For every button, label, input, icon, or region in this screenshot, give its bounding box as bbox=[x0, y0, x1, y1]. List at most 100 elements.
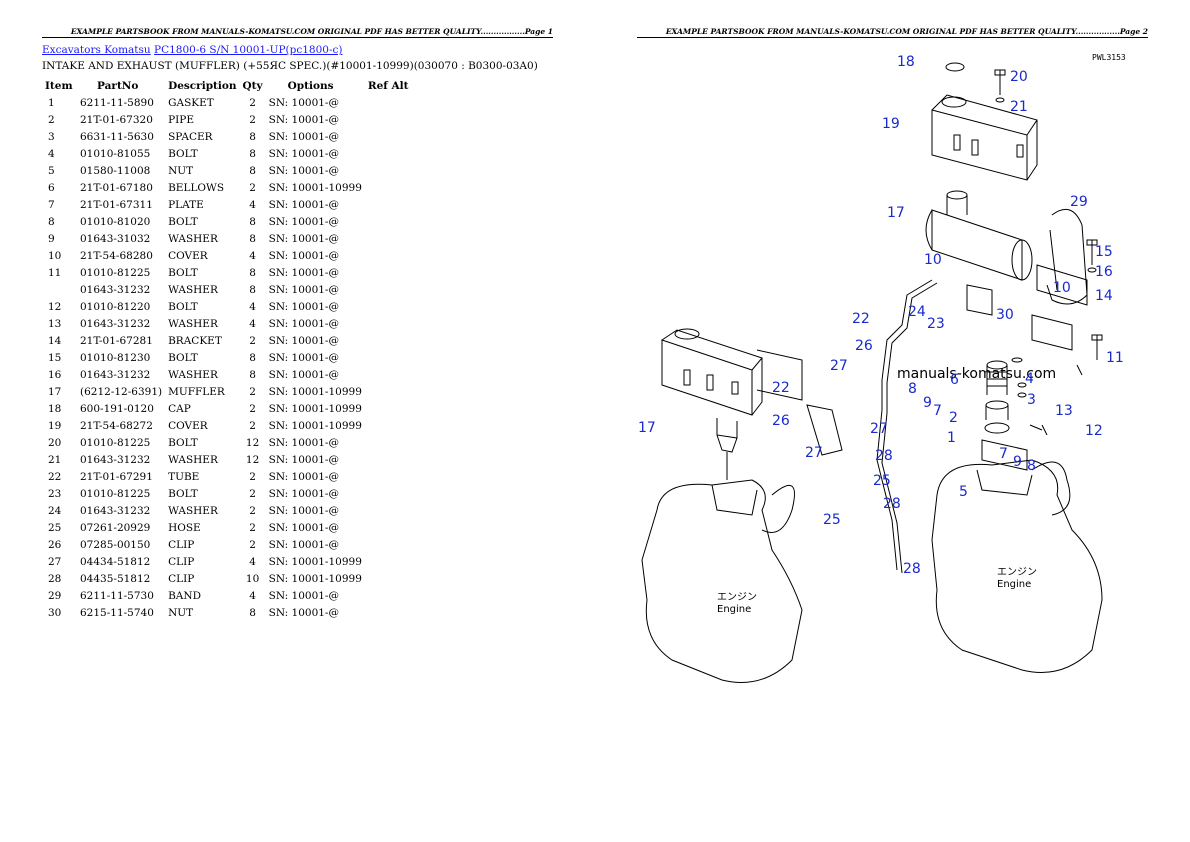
part-description: CLIP bbox=[168, 555, 195, 568]
callout-label: 7 bbox=[999, 446, 1008, 462]
part-quantity: 4 bbox=[249, 555, 256, 568]
callout-label: 26 bbox=[855, 338, 873, 354]
part-options: SN: 10001-@ bbox=[268, 470, 339, 483]
ref-alt bbox=[365, 298, 412, 315]
part-quantity: 2 bbox=[249, 334, 256, 347]
part-number: 07261-20929 bbox=[80, 521, 151, 534]
ref-alt bbox=[365, 570, 412, 587]
part-number: 01010-81230 bbox=[80, 351, 151, 364]
item-number: 10 bbox=[48, 249, 62, 262]
engine-label-en: Engine bbox=[717, 604, 751, 615]
ref-alt bbox=[365, 502, 412, 519]
breadcrumb-link-model[interactable]: PC1800-6 S/N 10001-UP(pc1800-c) bbox=[154, 44, 343, 56]
page-1: EXAMPLE PARTSBOOK FROM MANUALS-KOMATSU.C… bbox=[42, 27, 553, 621]
part-description: BELLOWS bbox=[168, 181, 225, 194]
ref-alt bbox=[365, 281, 412, 298]
callout-label: 4 bbox=[1025, 371, 1034, 387]
callout-label: 23 bbox=[927, 316, 945, 332]
part-number: 01010-81055 bbox=[80, 147, 151, 160]
part-description: NUT bbox=[168, 606, 194, 619]
callout-label: 20 bbox=[1010, 69, 1028, 85]
part-options: SN: 10001-@ bbox=[268, 249, 339, 262]
part-number: 21T-01-67281 bbox=[80, 334, 153, 347]
part-number: 21T-01-67311 bbox=[80, 198, 153, 211]
part-quantity: 4 bbox=[249, 317, 256, 330]
item-number: 27 bbox=[48, 555, 62, 568]
item-number: 23 bbox=[48, 487, 62, 500]
ref-alt bbox=[365, 400, 412, 417]
part-description: NUT bbox=[168, 164, 194, 177]
callout-label: 10 bbox=[1053, 280, 1071, 296]
part-options: SN: 10001-@ bbox=[268, 538, 339, 551]
part-options: SN: 10001-@ bbox=[268, 215, 339, 228]
callout-label: 27 bbox=[830, 358, 848, 374]
ref-alt bbox=[365, 434, 412, 451]
part-number: 01643-31232 bbox=[80, 283, 151, 296]
part-description: WASHER bbox=[168, 504, 218, 517]
ref-alt bbox=[365, 332, 412, 349]
item-number: 9 bbox=[48, 232, 55, 245]
callout-label: 9 bbox=[923, 395, 932, 411]
ref-alt bbox=[365, 162, 412, 179]
part-options: SN: 10001-@ bbox=[268, 521, 339, 534]
breadcrumb-link-excavators[interactable]: Excavators Komatsu bbox=[42, 44, 151, 56]
callout-label: 16 bbox=[1095, 264, 1113, 280]
callout-label: 17 bbox=[638, 420, 656, 436]
ref-alt bbox=[365, 94, 412, 111]
column-header: Qty bbox=[242, 79, 263, 92]
ref-alt bbox=[365, 196, 412, 213]
callout-label: 3 bbox=[1027, 392, 1036, 408]
engine-label-jp: エンジン bbox=[997, 567, 1037, 578]
part-number: 01643-31232 bbox=[80, 368, 151, 381]
part-description: PLATE bbox=[168, 198, 204, 211]
item-number: 22 bbox=[48, 470, 62, 483]
callout-label: 22 bbox=[852, 311, 870, 327]
callout-label: 10 bbox=[924, 252, 942, 268]
part-options: SN: 10001-@ bbox=[268, 504, 339, 517]
item-number: 19 bbox=[48, 419, 62, 432]
part-number: 01643-31232 bbox=[80, 317, 151, 330]
part-number: (6212-12-6391) bbox=[80, 385, 163, 398]
part-number: 21T-01-67320 bbox=[80, 113, 153, 126]
drawing-code: PWL3153 bbox=[1092, 53, 1126, 62]
callout-label: 15 bbox=[1095, 244, 1113, 260]
item-number: 28 bbox=[48, 572, 62, 585]
item-number: 2 bbox=[48, 113, 55, 126]
callout-labels: 1234567788991010111213141516171718192021… bbox=[638, 54, 1124, 577]
part-number: 21T-01-67291 bbox=[80, 470, 153, 483]
ref-alt bbox=[365, 349, 412, 366]
part-description: BOLT bbox=[168, 266, 198, 279]
callout-label: 27 bbox=[805, 445, 823, 461]
item-number: 20 bbox=[48, 436, 62, 449]
part-options: SN: 10001-@ bbox=[268, 351, 339, 364]
callout-label: 26 bbox=[772, 413, 790, 429]
callout-label: 19 bbox=[882, 116, 900, 132]
part-options: SN: 10001-@ bbox=[268, 334, 339, 347]
part-description: GASKET bbox=[168, 96, 214, 109]
part-options: SN: 10001-@ bbox=[268, 283, 339, 296]
callout-label: 8 bbox=[1027, 458, 1036, 474]
part-quantity: 2 bbox=[249, 385, 256, 398]
part-number: 01643-31232 bbox=[80, 504, 151, 517]
part-description: WASHER bbox=[168, 317, 218, 330]
column-header: Options bbox=[287, 79, 334, 92]
part-options: SN: 10001-@ bbox=[268, 198, 339, 211]
item-number: 25 bbox=[48, 521, 62, 534]
muffler-cover-top bbox=[931, 94, 1038, 181]
ref-alt bbox=[365, 247, 412, 264]
part-number: 21T-54-68280 bbox=[80, 249, 153, 262]
ref-alt bbox=[365, 383, 412, 400]
callout-label: 1 bbox=[947, 430, 956, 446]
ref-alt bbox=[365, 179, 412, 196]
part-description: TUBE bbox=[168, 470, 200, 483]
ref-alt bbox=[365, 485, 412, 502]
part-description: BOLT bbox=[168, 487, 198, 500]
